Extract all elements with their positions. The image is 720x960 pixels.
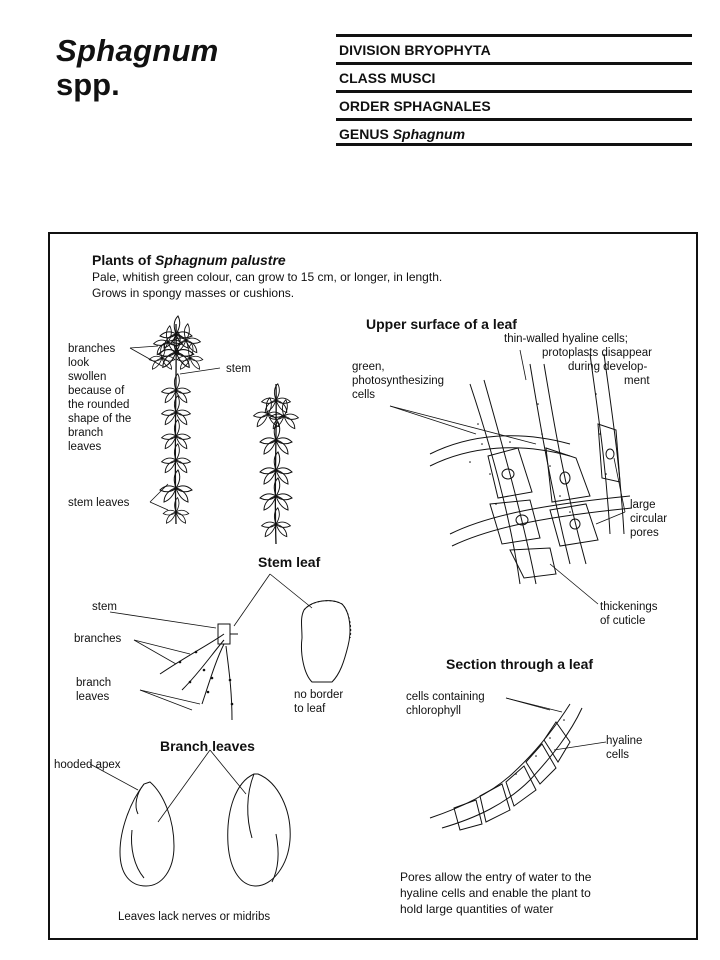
label-branch: branch — [68, 427, 104, 439]
leaf-section-drawing — [429, 697, 607, 831]
pores-note-line1: Pores allow the entry of water to the — [400, 870, 592, 884]
taxonomy-genus: GENUS Sphagnum — [336, 118, 692, 146]
branch-leaves-heading: Branch leaves — [160, 738, 255, 754]
taxonomy-genus-name: Sphagnum — [392, 126, 466, 142]
title-spp: spp. — [56, 67, 120, 102]
label-stem-leaves: stem leaves — [68, 497, 130, 509]
label-stem-leaf-stem: stem — [92, 601, 117, 613]
label-hooded-apex: hooded apex — [54, 759, 121, 771]
stem-leaf-drawing — [109, 573, 352, 721]
label-hyaline-line2: protoplasts disappear — [542, 347, 652, 359]
label-pores: pores — [630, 527, 659, 539]
plant-drawing-1 — [148, 315, 204, 525]
plants-heading-prefix: Plants of — [92, 252, 152, 268]
label-circular: circular — [630, 513, 668, 525]
branch-leaves-drawing — [89, 749, 291, 887]
leaf-surface-drawing — [389, 349, 633, 605]
taxonomy-division: DIVISION BRYOPHYTA — [336, 34, 692, 62]
taxonomy-genus-prefix: GENUS — [339, 126, 389, 142]
label-stem-leaf-branches: branches — [74, 633, 122, 645]
title-genus: Sphagnum — [56, 33, 219, 68]
label-look: look — [68, 357, 90, 369]
section-heading: Section through a leaf — [446, 656, 594, 672]
plants-heading: Plants of Sphagnum palustre — [92, 252, 286, 268]
plants-description-line1: Pale, whitish green colour, can grow to … — [92, 270, 443, 284]
label-hyaline-line4: ment — [624, 375, 650, 387]
taxonomy-order: ORDER SPHAGNALES — [336, 90, 692, 118]
label-stem-leaf-branch: branch — [76, 677, 112, 689]
plants-description-line2: Grows in spongy masses or cushions. — [92, 286, 295, 300]
label-cells-containing: cells containing — [406, 691, 485, 703]
label-the-rounded: the rounded — [68, 399, 130, 411]
label-photosynthesizing: photosynthesizing — [352, 375, 445, 387]
label-hyaline-line3: during develop- — [568, 361, 648, 373]
plant-leader-lines — [129, 345, 221, 511]
label-no-border: no border — [294, 689, 344, 701]
label-of-cuticle: of cuticle — [600, 615, 646, 627]
label-swollen: swollen — [68, 371, 107, 383]
label-leaves: leaves — [68, 441, 102, 453]
pores-note-line2: hyaline cells and enable the plant to — [400, 886, 591, 900]
label-hyaline-cells: cells — [606, 749, 630, 761]
label-branches: branches — [68, 343, 116, 355]
upper-surface-heading: Upper surface of a leaf — [366, 316, 517, 332]
page-title: Sphagnum spp. — [56, 34, 219, 102]
label-thickenings: thickenings — [600, 601, 658, 613]
label-because-of: because of — [68, 385, 125, 397]
label-hyaline-line1: thin-walled hyaline cells; — [504, 333, 629, 345]
illustrations — [89, 315, 633, 887]
label-stem-leaf-leaves: leaves — [76, 691, 110, 703]
taxonomy-class: CLASS MUSCI — [336, 62, 692, 90]
label-shape-of-the: shape of the — [68, 413, 132, 425]
plant-drawing-2 — [253, 383, 299, 545]
label-green: green, — [352, 361, 385, 373]
stem-leaf-heading: Stem leaf — [258, 554, 321, 570]
figure-panel: Plants of Sphagnum palustre Pale, whitis… — [48, 232, 698, 940]
label-chlorophyll: chlorophyll — [406, 705, 461, 717]
label-hyaline: hyaline — [606, 735, 643, 747]
label-large: large — [630, 499, 656, 511]
label-cells: cells — [352, 389, 376, 401]
label-stem: stem — [226, 363, 251, 375]
taxonomy-table: DIVISION BRYOPHYTA CLASS MUSCI ORDER SPH… — [336, 34, 692, 146]
pores-note-line3: hold large quantities of water — [400, 902, 554, 916]
plants-heading-species: Sphagnum palustre — [155, 252, 286, 268]
label-to-leaf: to leaf — [294, 703, 326, 715]
branch-leaves-caption: Leaves lack nerves or midribs — [118, 911, 271, 923]
